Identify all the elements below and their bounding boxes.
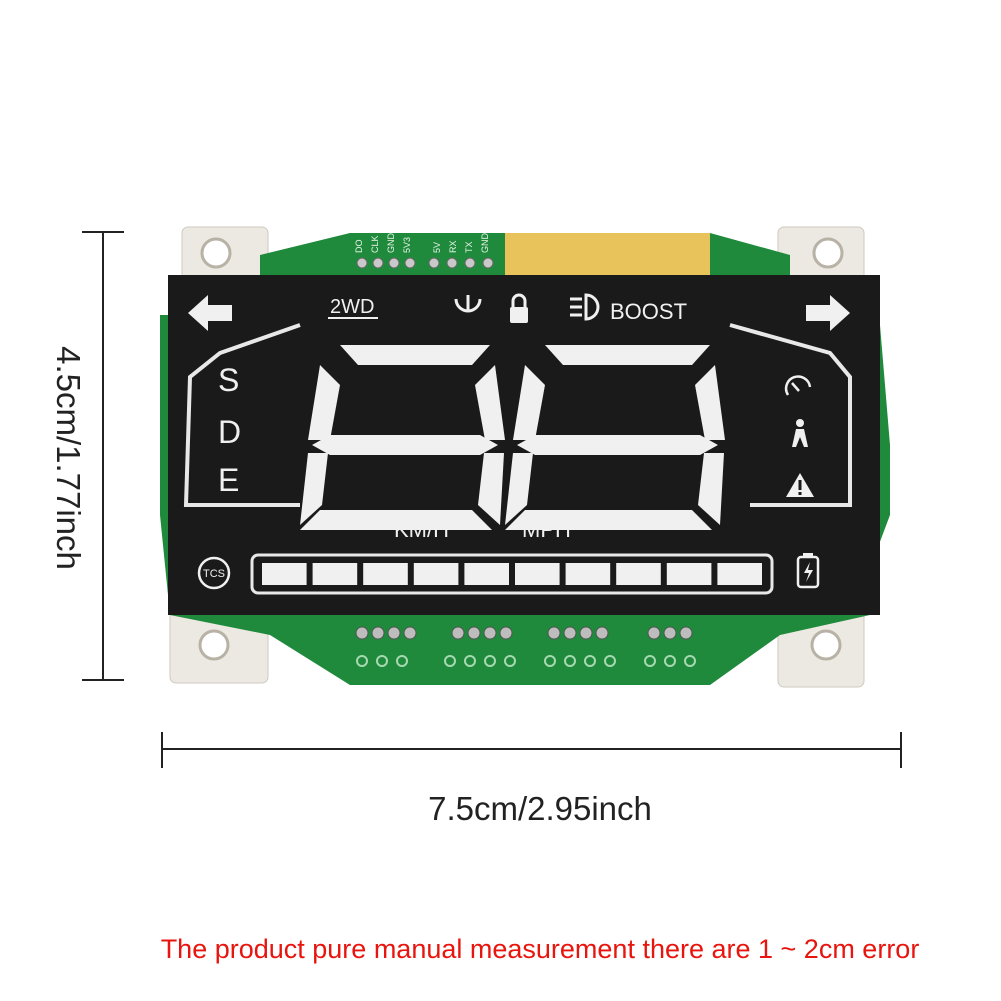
height-dimension-line bbox=[102, 232, 104, 680]
right-arrow-icon bbox=[806, 295, 850, 331]
speed-digit-1 bbox=[300, 345, 505, 530]
height-label: 4.5cm/1.77inch bbox=[50, 346, 87, 570]
gear-letter-s: S bbox=[218, 362, 239, 398]
pin-label: CLK bbox=[370, 235, 380, 253]
width-label: 7.5cm/2.95inch bbox=[428, 790, 652, 827]
top-pin-header bbox=[356, 257, 494, 269]
lcd-display-board: DO CLK GND 5V3 5V RX TX GND 2WD bbox=[160, 226, 890, 688]
pin-label: DO bbox=[354, 240, 364, 254]
battery-segment bbox=[262, 563, 307, 585]
pin-label: GND bbox=[480, 233, 490, 254]
battery-segment bbox=[565, 563, 611, 585]
gear-letter-d: D bbox=[218, 414, 241, 450]
unit-mph-label: MPH bbox=[522, 517, 571, 542]
pin-label: TX bbox=[464, 241, 474, 253]
pin-label: 5V3 bbox=[402, 237, 412, 253]
height-dimension-cap-bottom bbox=[82, 679, 124, 681]
width-dimension-cap-right bbox=[900, 732, 902, 768]
height-dimension-cap-top bbox=[82, 231, 124, 233]
battery-segment bbox=[515, 563, 560, 585]
battery-segment bbox=[464, 563, 509, 585]
tire-pressure-icon bbox=[454, 295, 482, 313]
width-dimension-cap-left bbox=[161, 732, 163, 768]
bottom-through-holes bbox=[356, 655, 696, 667]
battery-segment bbox=[312, 563, 358, 585]
pin-label: GND bbox=[386, 233, 396, 254]
tcs-indicator: TCS bbox=[197, 556, 231, 590]
battery-segments bbox=[262, 563, 762, 585]
pin-label: RX bbox=[448, 240, 458, 253]
battery-segment bbox=[363, 563, 408, 585]
gear-letter-e: E bbox=[218, 462, 239, 498]
headlight-icon bbox=[570, 293, 600, 321]
speedometer-icon bbox=[784, 375, 812, 396]
tcs-label: TCS bbox=[203, 568, 225, 580]
battery-segment bbox=[616, 563, 661, 585]
drive-mode-label: 2WD bbox=[330, 296, 374, 318]
bottom-connectors bbox=[355, 626, 693, 640]
battery-segment bbox=[717, 563, 762, 585]
pin-label: 5V bbox=[432, 242, 442, 253]
battery-segment bbox=[413, 563, 459, 585]
width-dimension-line bbox=[162, 748, 902, 750]
kapton-tape bbox=[505, 233, 710, 275]
left-frame-line bbox=[183, 323, 301, 507]
lock-icon bbox=[510, 293, 528, 323]
measurement-disclaimer: The product pure manual measurement ther… bbox=[160, 934, 920, 964]
right-frame-line bbox=[729, 323, 852, 507]
battery-segment bbox=[666, 563, 712, 585]
speed-digit-2 bbox=[505, 345, 725, 530]
warning-icon bbox=[786, 473, 814, 497]
boost-label: BOOST bbox=[610, 299, 687, 324]
left-arrow-icon bbox=[188, 295, 232, 331]
walk-icon bbox=[792, 419, 808, 447]
unit-kmh-label: KM/H bbox=[394, 517, 449, 542]
battery-icon bbox=[796, 553, 820, 589]
battery-bar-frame bbox=[250, 553, 774, 595]
